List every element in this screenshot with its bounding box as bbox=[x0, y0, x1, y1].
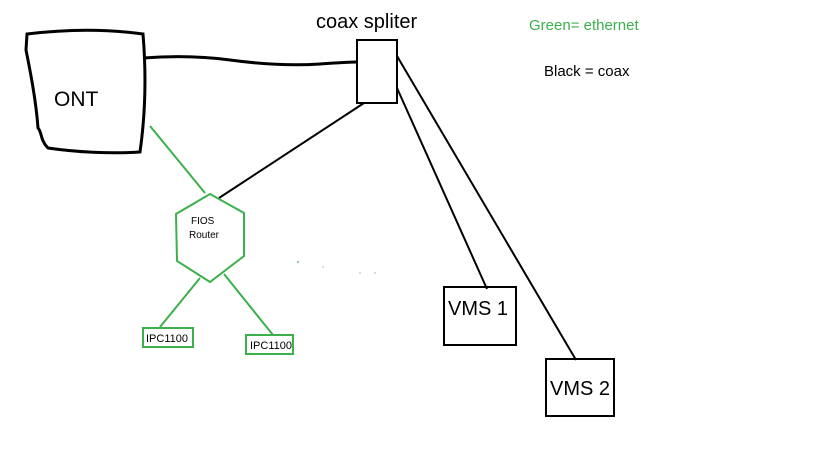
coax-line-ont-splitter bbox=[142, 55, 358, 67]
ont-label: ONT bbox=[54, 88, 99, 111]
coax-splitter-label: coax spliter bbox=[316, 11, 418, 33]
router-label-line1: FIOS bbox=[191, 216, 215, 227]
stray-mark bbox=[359, 272, 361, 274]
ipc-right-label: IPC1100 bbox=[250, 340, 292, 352]
ipc-left-label: IPC1100 bbox=[146, 333, 188, 345]
stray-mark bbox=[322, 266, 324, 268]
vms1-box bbox=[443, 286, 517, 346]
ethernet-line-router-ipc-right bbox=[223, 273, 274, 336]
fios-router-hexagon bbox=[174, 192, 245, 284]
stray-mark bbox=[297, 261, 299, 263]
ipc-left-box bbox=[142, 327, 194, 348]
ethernet-line-router-ipc-left bbox=[159, 277, 201, 328]
ipc-right-box bbox=[245, 334, 294, 355]
coax-line-splitter-router bbox=[218, 102, 365, 199]
ont-box bbox=[24, 28, 147, 155]
coax-splitter-box bbox=[356, 39, 398, 104]
vms2-box bbox=[545, 358, 615, 417]
vms2-label: VMS 2 bbox=[550, 378, 611, 400]
legend-coax: Black = coax bbox=[544, 63, 630, 80]
router-label-line2: Router bbox=[189, 230, 220, 241]
stray-mark bbox=[374, 272, 376, 274]
ethernet-line-ont-router bbox=[149, 125, 206, 194]
legend-ethernet: Green= ethernet bbox=[529, 17, 639, 34]
coax-line-splitter-vms1 bbox=[396, 87, 488, 290]
vms1-label: VMS 1 bbox=[448, 298, 509, 320]
coax-line-splitter-vms2 bbox=[396, 55, 577, 361]
